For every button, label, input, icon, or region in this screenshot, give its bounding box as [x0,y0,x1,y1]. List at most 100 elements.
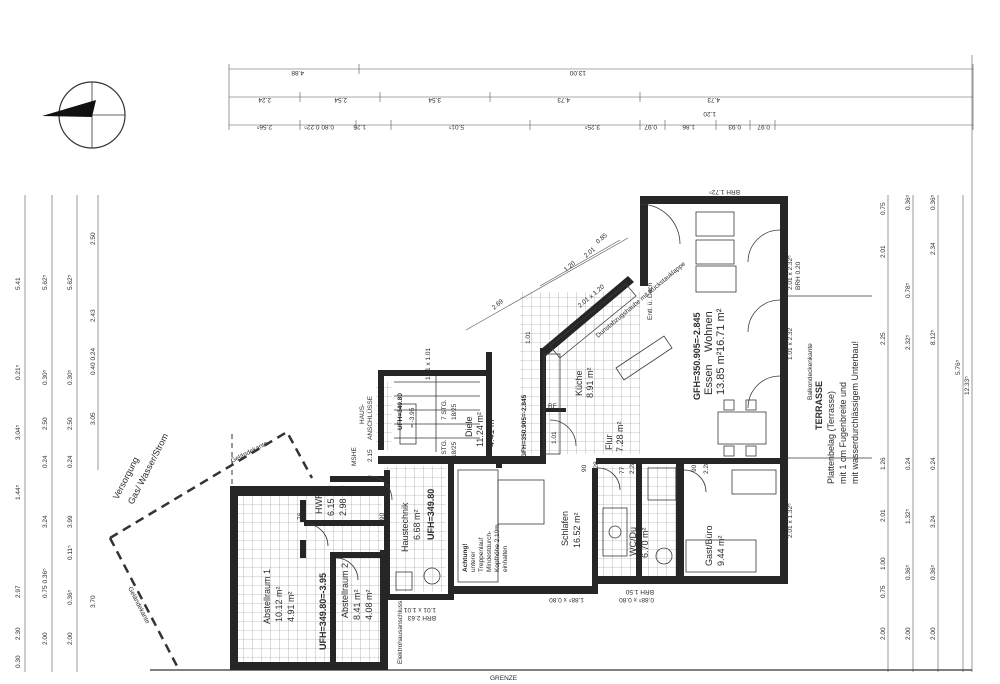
dim-top-14: 1.86 [682,123,695,130]
opening-label-1: 90 [581,464,588,472]
dim-top-7: 4.73 [707,96,720,103]
opening-label-10: 1.01 [551,431,558,444]
dim-right-21: 0.36⁵ [930,564,937,580]
room-kueche-area: 8.91 m² [585,367,595,398]
opening-label-6: 77 [619,466,626,474]
level-ufh-diele-b: = -3.95 [409,407,416,428]
room-abstell2-name: Abstellraum 2 [340,563,350,618]
achtung-note-1: Achtung! [462,543,469,572]
grenze-label: GRENZE [490,675,518,682]
dim-right-13: 1.32⁵ [905,508,912,524]
stairs-note-2: 9 STG. [441,439,448,460]
room-wohnen-name: Wohnen [703,311,715,352]
room-hwr-area2: 2.98 m² [338,485,348,516]
window-label-4: 2.01 x 2.32⁵ [787,255,794,290]
dim-left-5: 2.97 [15,585,22,598]
dim-left-19: 3.99 [67,515,74,528]
dim-right-4: 1.26 [880,457,887,470]
achtung-note-5: Kopfhöhe 2,10m [494,524,501,572]
dim-left-15: 5.62⁵ [67,274,74,290]
room-hwr-name: HWR [314,492,324,514]
terrace-line-2: mit 1 cm Fugenbreite und [838,382,848,484]
room-haustechnik-name: Haustechnik [400,502,410,552]
dim-right-2: 2.01 [880,245,887,258]
room-abstell2-area: 8.41 m² [352,589,362,620]
level-labels: GFH=350.905=-2.845 GFH=350.905=-2.845 UF… [318,312,702,650]
dim-top-5: 3.54 [428,96,441,103]
north-arrow-icon [42,81,126,149]
gelaendekante-label: Geländekante [230,440,270,465]
dim-left-17: 2.50 [67,417,74,430]
room-hwr-area: 6.15 m² [326,485,336,516]
dim-left-10: 2.50 [42,417,49,430]
dim-left-16: 0.30⁵ [67,369,74,385]
dim-left-14: 2.00 [42,632,49,645]
opening-label-5: 2.28 [593,461,600,474]
dim-top-17: 0.97 [757,123,770,130]
dim-left-7: 0.30 [15,655,22,668]
dimension-lines-left: 5.41 0.21⁵ 3.04⁵ 1.44⁵ 2.97 2.30 0.30 5.… [15,195,99,672]
diagonal-dims [465,237,629,331]
terrace-line-1: Plattenbelag (Terrasse) [826,391,836,484]
dim-top-3: 2.24 [258,96,271,103]
achtung-note-2: unterer [470,551,477,572]
opening-label-3: 76 [297,512,304,520]
dim-left-1: 5.41 [15,277,22,290]
dim-right-20: 3.24 [930,515,937,528]
opening-label-4: 90 [379,512,386,520]
room-kueche-name: Küche [574,370,584,396]
dim-right-8: 2.00 [880,627,887,640]
level-gfh-diele: GFH=350.905=-2.845 [521,394,528,458]
window-label-3: BRH 1.72⁵ [709,188,740,195]
dim-right-10: 0.78⁵ [905,282,912,298]
entl-note: Entl. ü. Dach [647,282,654,320]
opening-label-11: 1.01 [525,331,532,344]
room-haustechnik-area: 6.68 m² [412,509,422,540]
window-label-7: 0.88⁵ x 0.80 [619,596,654,603]
stairs-note-1: 7 STG. [441,399,448,420]
window-label-11: 1.01 x 1.01 [403,606,436,613]
elektro-note: Elektrohausanschluss [397,600,404,664]
dim-left-21: 0.36⁵ [67,589,74,605]
room-wc-name: WC/Du [628,527,638,556]
dim-left-12: 3.24 [42,515,49,528]
opening-label-13: 0.85 [595,232,609,246]
dim-left-23: 2.00 [67,632,74,645]
dim-right-9: 0.36⁵ [905,194,912,210]
level-ufh-diele: UFH=349.80 [397,393,404,430]
opening-label-7: 2.28 [629,461,636,474]
dim-right-19: 0.24 [930,457,937,470]
room-diele-name: Diele [464,416,474,437]
room-gast-area: 9.44 m² [716,535,726,566]
hausanschluss-note-2: ANSCHLÜSSE [366,395,374,440]
achtung-note-3: Treppenlauf [478,537,485,572]
terrace-title: TERRASSE [814,381,824,430]
room-essen-area: 13.85 m² [715,351,727,395]
room-essen-name: Essen [703,364,715,395]
room-wohnen-area: 16.71 m² [715,308,727,352]
achtung-note-6: einhalten [502,545,509,572]
dim-left-6: 2.30 [15,627,22,640]
room-wc-area: 6.70 m² [640,527,650,558]
dim-left-20: 0.11⁵ [67,545,74,560]
dim-left-8: 5.62⁵ [42,274,49,290]
interior-lines [305,203,872,591]
window-label-6: 1.88⁵ x 0.80 [549,596,584,603]
dimension-lines-top: 4.88 13.00 2.24 2.54 3.54 4.73 4.73 2.56… [228,64,974,130]
walls [230,196,788,670]
dim-right-15: 2.00 [905,627,912,640]
dim-right-3: 2.25 [880,332,887,345]
dim-left-11: 0.24 [42,455,49,468]
rf-note: RF [548,403,557,410]
opening-label-9: 2.28 [703,461,710,474]
window-label-9: 1.01 x 2.32 [787,327,794,360]
dim-right-12: 0.24 [905,457,912,470]
dim-right-11: 2.32⁵ [905,334,912,350]
window-label-12: BRH 2.63 [407,614,436,621]
dimension-lines-right: 0.75 2.01 2.25 1.26 2.01 1.00 0.75 2.00 … [880,55,973,672]
dim-top-12: 3.25⁵ [584,123,600,130]
dim-left-26: 0.40 0.24 [90,348,97,375]
dim-right-6: 1.00 [880,557,887,570]
room-abstell1-area2: 4.91 m² [286,591,296,622]
dim-top-9: 0.80 0.22⁵ [304,123,334,130]
